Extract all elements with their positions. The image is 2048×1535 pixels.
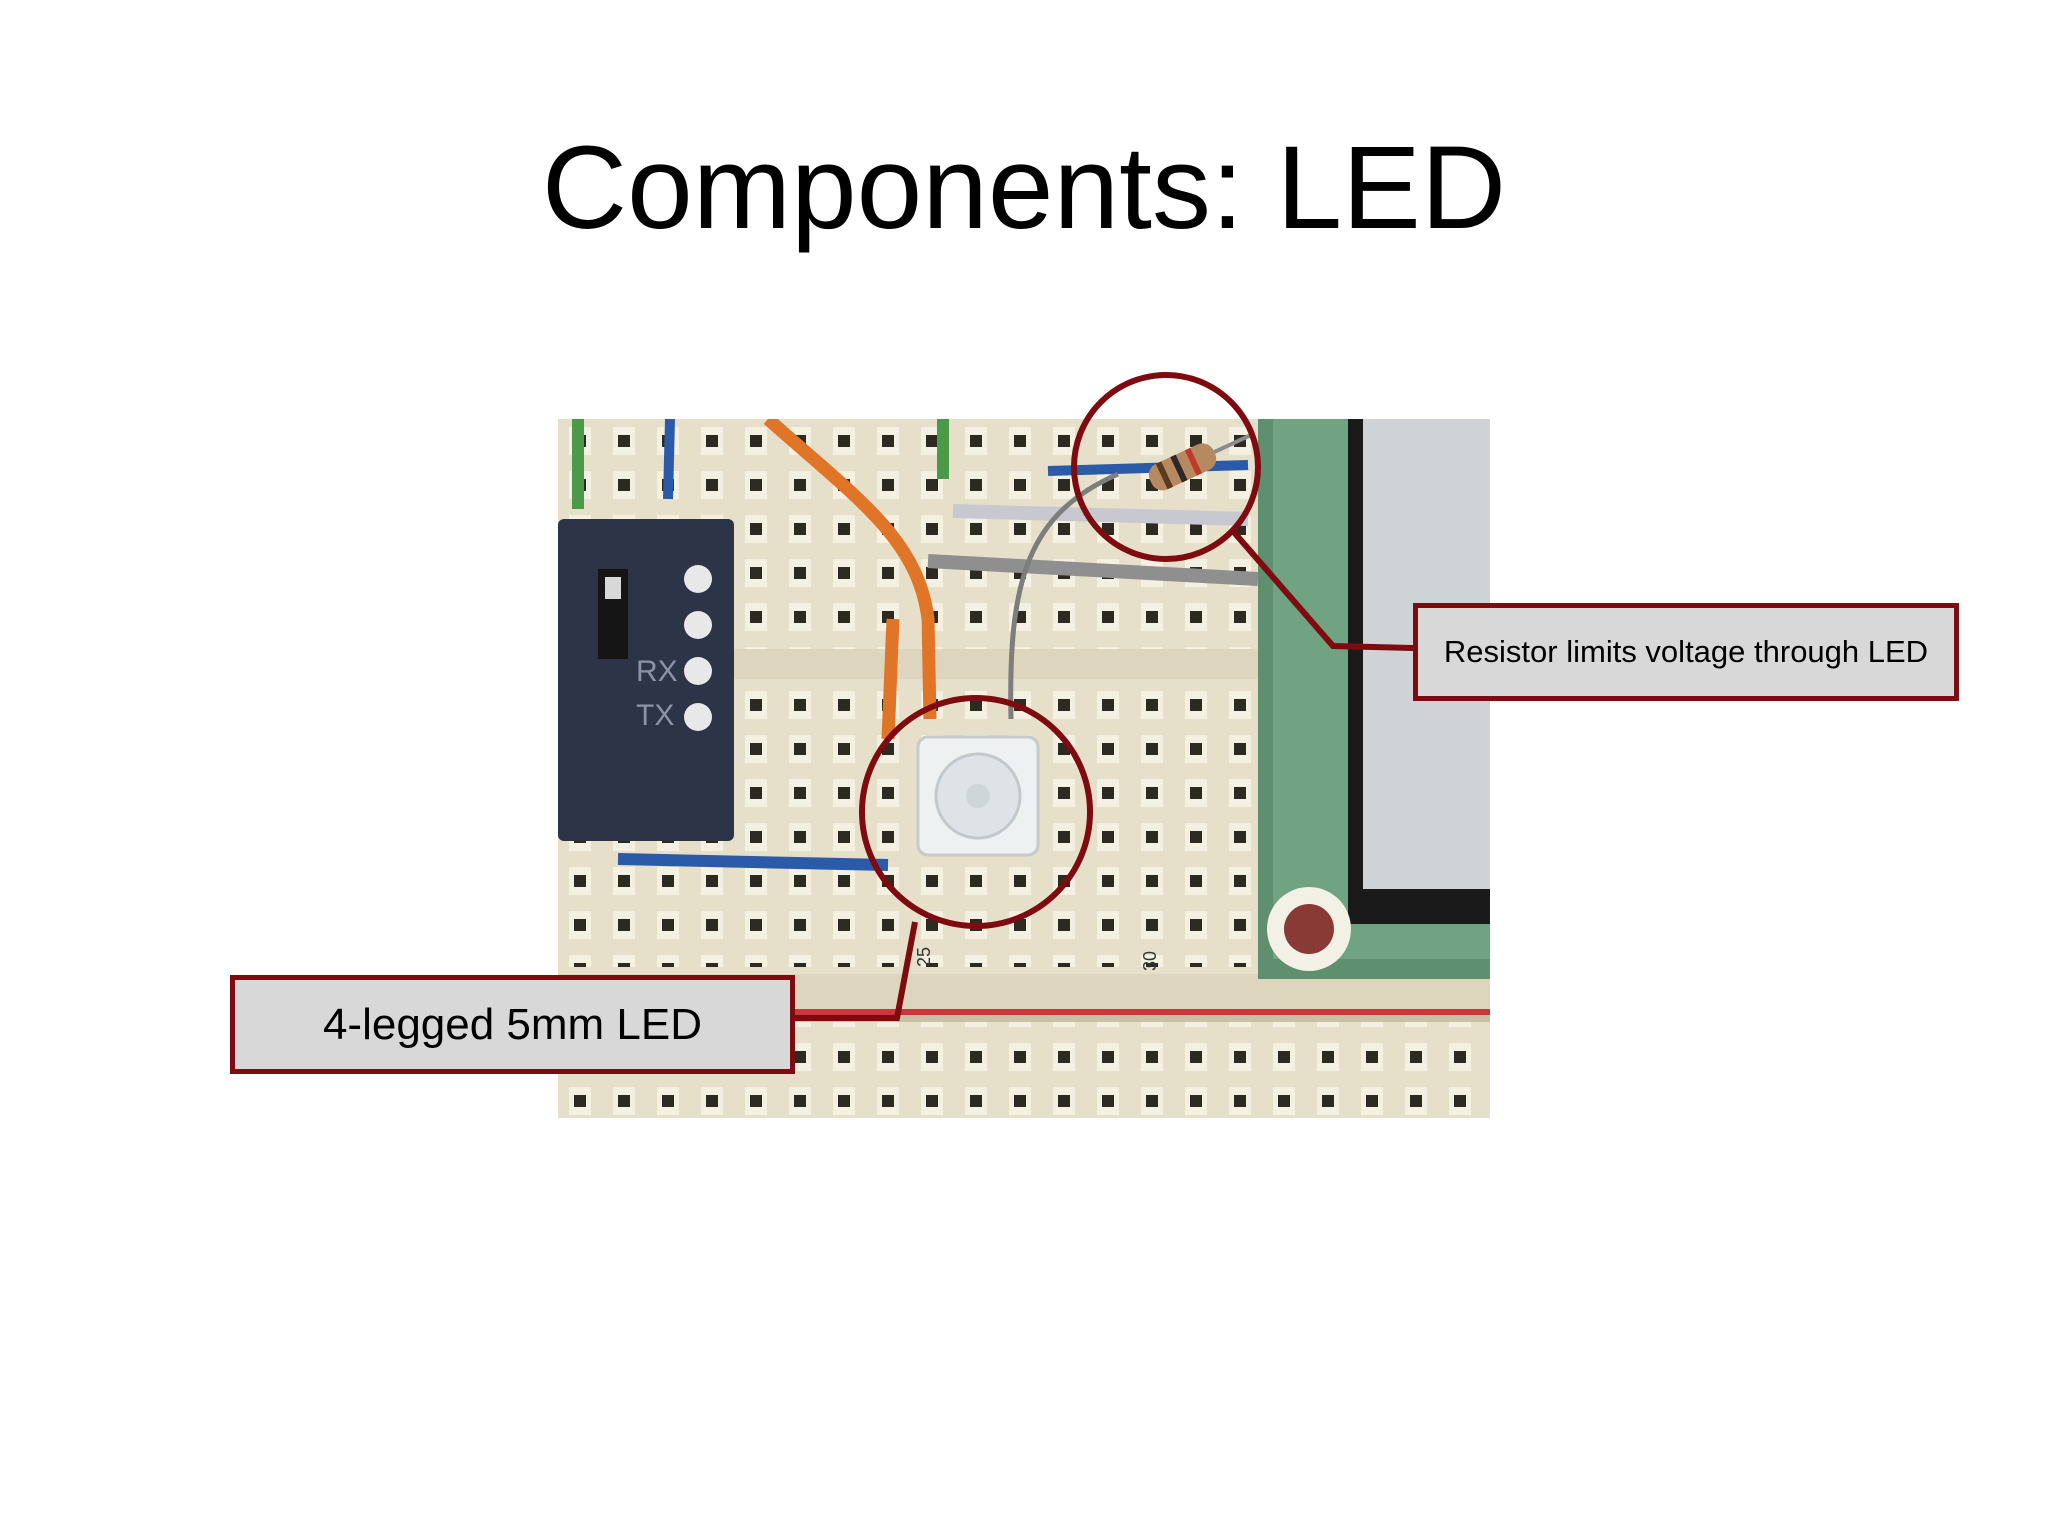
- orange-wire: [763, 419, 937, 720]
- led-callout-text: 4-legged 5mm LED: [322, 999, 703, 1049]
- column-number-25: 25: [914, 947, 934, 967]
- rx-label: RX: [636, 655, 678, 688]
- resistor-callout: Resistor limits voltage through LED: [1413, 603, 1959, 701]
- led-callout: 4-legged 5mm LED: [230, 975, 795, 1074]
- power-rail-stripe: [558, 1009, 1490, 1015]
- white-wire: [952, 504, 1249, 526]
- led-component: [916, 735, 1040, 857]
- blue-wire: [663, 419, 675, 500]
- slide-title: Components: LED: [541, 122, 1507, 254]
- column-number-30: 30: [1140, 951, 1160, 971]
- gray-wire: [927, 554, 1259, 586]
- tx-label: TX: [636, 699, 674, 732]
- resistor-callout-text: Resistor limits voltage through LED: [1443, 634, 1929, 669]
